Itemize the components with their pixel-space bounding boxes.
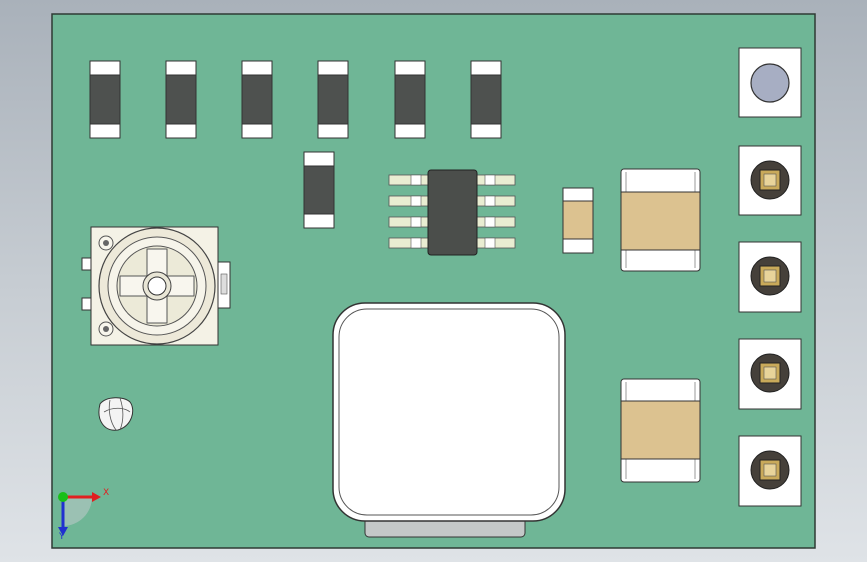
terminal-5[interactable] — [738, 435, 802, 507]
trimmer-potentiometer[interactable] — [81, 226, 231, 346]
terminal-1-round[interactable] — [738, 47, 802, 118]
axis-y-label: Y — [59, 532, 65, 542]
axis-triad — [58, 492, 101, 536]
terminal-3[interactable] — [738, 241, 802, 313]
resistor-r6[interactable] — [470, 60, 502, 139]
resistor-r4[interactable] — [317, 60, 349, 139]
capacitor-small[interactable] — [562, 187, 594, 254]
terminal-4[interactable] — [738, 338, 802, 410]
capacitor-large-top[interactable] — [620, 168, 701, 272]
led-blob[interactable] — [98, 397, 134, 431]
resistor-r1[interactable] — [89, 60, 121, 139]
inductor-large[interactable] — [332, 302, 566, 538]
ic-soic8[interactable] — [388, 169, 516, 256]
resistor-r5[interactable] — [394, 60, 426, 139]
terminal-2[interactable] — [738, 145, 802, 216]
resistor-r2[interactable] — [165, 60, 197, 139]
capacitor-large-bottom[interactable] — [620, 378, 701, 483]
resistor-r7[interactable] — [303, 151, 335, 229]
axis-x-label: X — [103, 488, 110, 498]
resistor-r3[interactable] — [241, 60, 273, 139]
